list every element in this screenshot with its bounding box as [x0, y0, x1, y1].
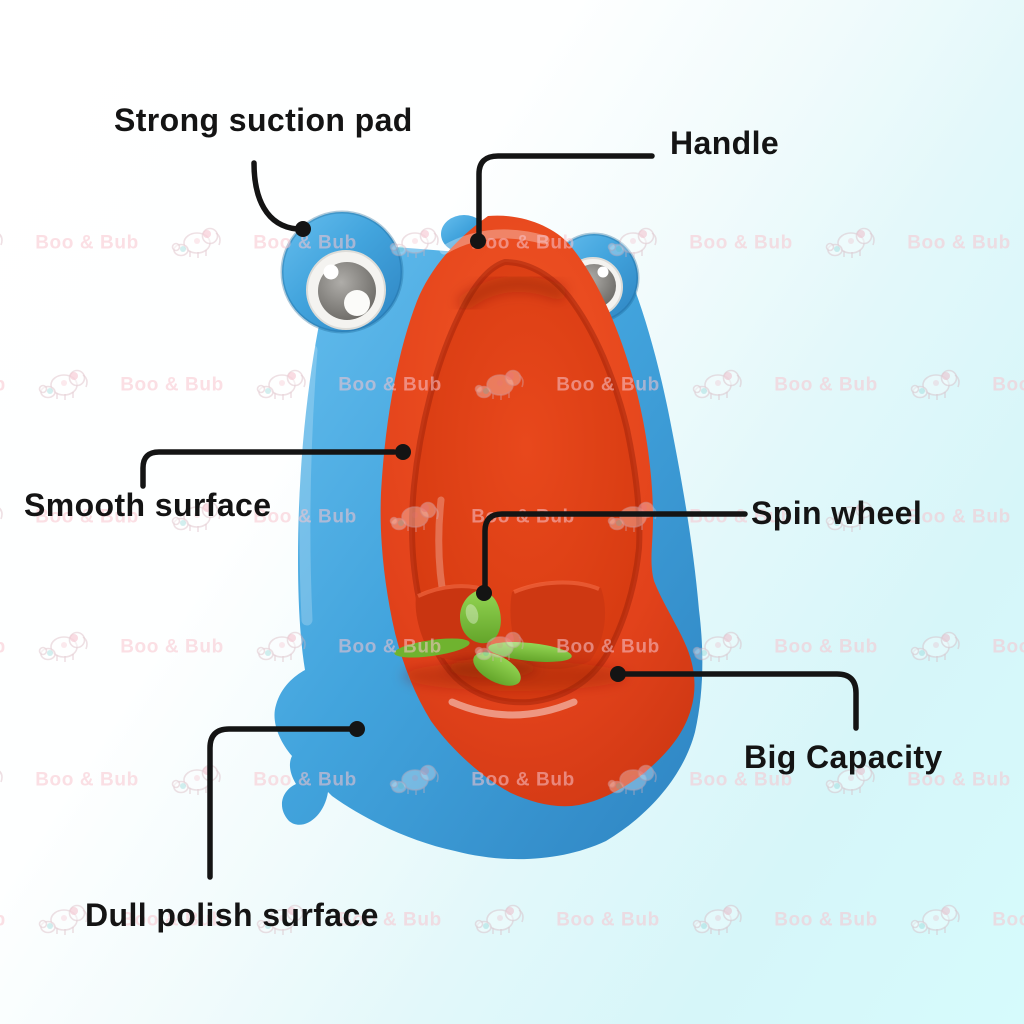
spin-wheel-graphic — [394, 589, 572, 686]
body-highlight — [299, 344, 318, 626]
dot-dull-polish-surface — [349, 721, 365, 737]
label-handle: Handle — [670, 125, 780, 161]
dot-spin-wheel — [476, 585, 492, 601]
leader-spin-wheel — [482, 511, 748, 589]
hood-gloss — [439, 229, 550, 255]
leader-strong-suction-pad — [251, 160, 300, 232]
dot-big-capacity — [610, 666, 626, 682]
label-dull-polish-surface: Dull polish surface — [85, 897, 379, 933]
leader-big-capacity — [623, 671, 859, 731]
label-big-capacity: Big Capacity — [744, 739, 943, 775]
leader-smooth-surface — [140, 449, 397, 489]
leader-handle — [476, 153, 655, 237]
opening-top-shadow — [458, 276, 566, 310]
leader-dull-polish-surface — [207, 726, 353, 880]
dot-strong-suction-pad — [295, 221, 311, 237]
opening-rim-shade — [409, 258, 643, 706]
label-spin-wheel: Spin wheel — [751, 495, 923, 531]
label-smooth-surface: Smooth surface — [24, 487, 272, 523]
dot-smooth-surface — [395, 444, 411, 460]
frog-left-eye — [280, 210, 404, 334]
dot-handle — [470, 233, 486, 249]
label-strong-suction-pad: Strong suction pad — [114, 102, 413, 138]
